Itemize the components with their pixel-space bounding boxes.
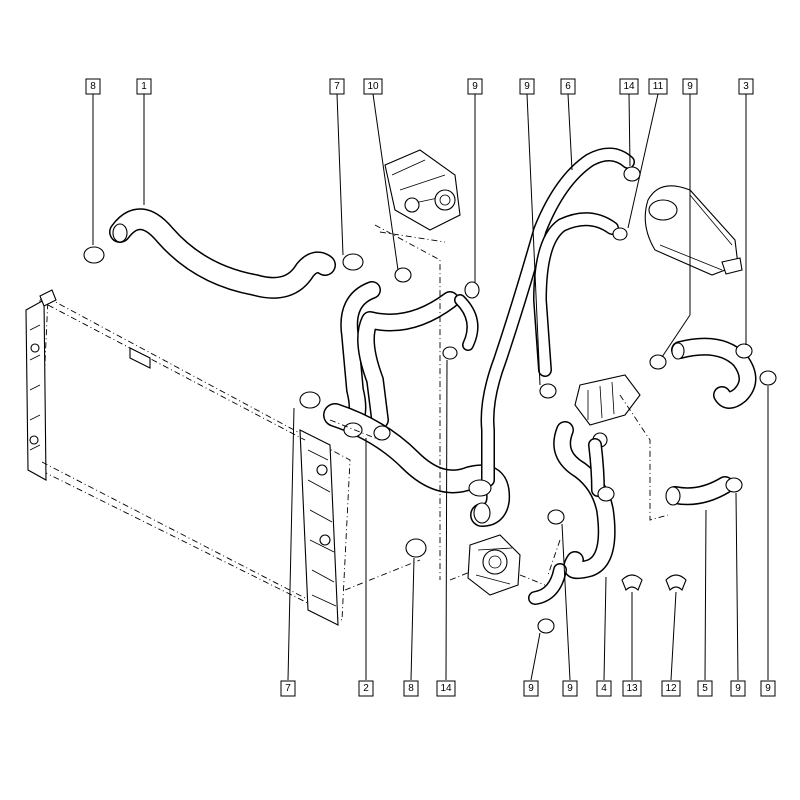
callout-4: 4 — [596, 680, 612, 697]
svg-text:7: 7 — [334, 81, 340, 92]
callout-9-bottom-d: 9 — [760, 680, 776, 697]
svg-text:9: 9 — [567, 683, 573, 694]
svg-text:12: 12 — [665, 683, 677, 694]
svg-text:8: 8 — [408, 683, 414, 694]
callout-7-bottom: 7 — [280, 680, 296, 697]
svg-text:4: 4 — [601, 683, 607, 694]
callout-9-top-a: 9 — [467, 78, 483, 95]
assembly-lines — [329, 224, 669, 591]
hose-clamp-icon — [83, 166, 777, 634]
svg-text:9: 9 — [524, 81, 530, 92]
callout-10: 10 — [363, 78, 383, 95]
svg-text:9: 9 — [472, 81, 478, 92]
svg-text:14: 14 — [440, 683, 452, 694]
expansion-tank-icon — [644, 185, 743, 276]
hose-4-icon — [553, 421, 616, 580]
callout-2: 2 — [358, 680, 374, 697]
svg-text:2: 2 — [363, 683, 369, 694]
hose-1-icon — [109, 208, 336, 299]
svg-text:9: 9 — [765, 683, 771, 694]
callout-6: 6 — [560, 78, 576, 95]
callout-9-bottom-c: 9 — [730, 680, 746, 697]
callout-8-bottom: 8 — [403, 680, 419, 697]
callout-14-top: 14 — [619, 78, 639, 95]
water-pump-icon — [467, 534, 521, 596]
callout-13: 13 — [622, 680, 642, 697]
svg-text:3: 3 — [743, 81, 749, 92]
svg-text:6: 6 — [565, 81, 571, 92]
hose-small-icon — [528, 563, 567, 605]
svg-text:8: 8 — [90, 81, 96, 92]
svg-text:11: 11 — [653, 81, 664, 92]
hose-2-icon — [340, 281, 459, 429]
svg-text:14: 14 — [623, 81, 635, 92]
callout-9-top-b: 9 — [519, 78, 535, 95]
hose-5-icon — [665, 476, 734, 506]
callout-3: 3 — [738, 78, 754, 95]
callout-labels-bottom: 7 2 8 14 9 9 4 13 12 5 9 9 — [280, 680, 776, 697]
svg-text:9: 9 — [687, 81, 693, 92]
callout-14-bottom: 14 — [436, 680, 456, 697]
radiator-icon — [25, 289, 351, 626]
callout-11: 11 — [648, 78, 668, 95]
callout-7-top: 7 — [329, 78, 345, 95]
callout-9-top-c: 9 — [682, 78, 698, 95]
svg-text:10: 10 — [367, 81, 379, 92]
svg-text:7: 7 — [285, 683, 291, 694]
callout-9-bottom-a: 9 — [523, 680, 539, 697]
svg-text:1: 1 — [141, 81, 147, 92]
hose-3-icon — [671, 337, 757, 409]
svg-text:9: 9 — [528, 683, 534, 694]
callout-1: 1 — [136, 78, 152, 95]
thermostat-housing-icon — [384, 149, 461, 231]
svg-text:13: 13 — [626, 683, 638, 694]
callout-5: 5 — [697, 680, 713, 697]
callout-9-bottom-b: 9 — [562, 680, 578, 697]
callout-12: 12 — [661, 680, 681, 697]
callout-8-top: 8 — [85, 78, 101, 95]
svg-text:9: 9 — [735, 683, 741, 694]
callout-leaders — [92, 93, 769, 681]
hose-6-icon — [454, 147, 635, 487]
svg-text:5: 5 — [702, 683, 708, 694]
callout-labels-top: 8 1 7 10 9 9 6 14 11 9 3 — [85, 78, 754, 95]
